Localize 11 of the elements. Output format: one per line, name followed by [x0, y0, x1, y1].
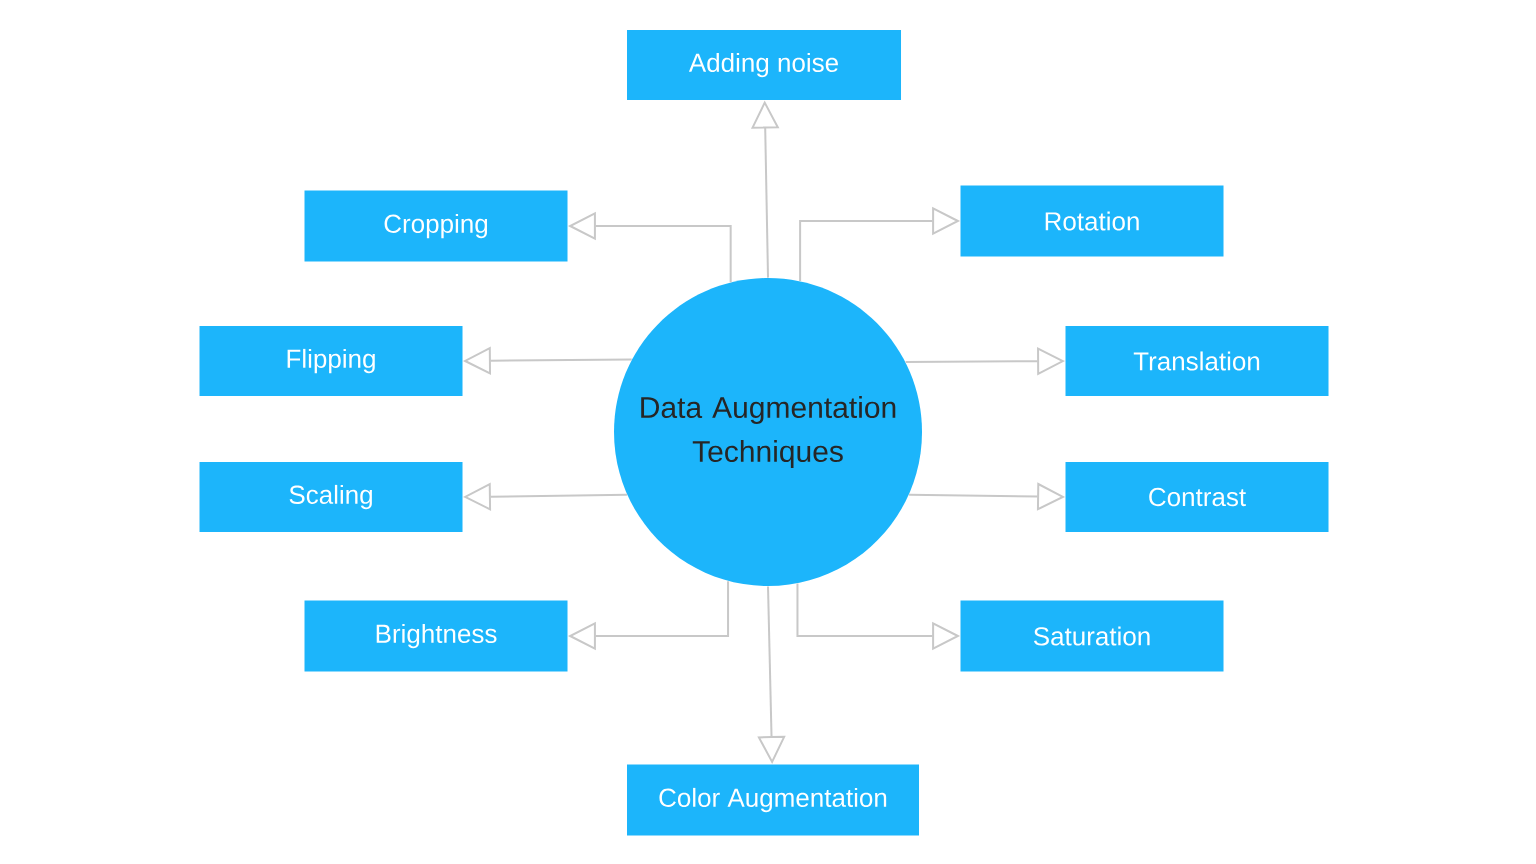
process-box: Adding noise [627, 30, 901, 100]
process-box: Color Augmentation [627, 764, 919, 836]
process-box: Brightness [304, 600, 568, 672]
circle-node: Data Augmentation Techniques [614, 278, 922, 586]
process-box: Scaling [199, 462, 463, 532]
process-box: Saturation [960, 600, 1224, 672]
process-box: Rotation [960, 185, 1224, 257]
process-box: Flipping [199, 326, 463, 396]
process-box: Contrast [1065, 462, 1329, 532]
process-box: Translation [1065, 326, 1329, 396]
process-box: Cropping [304, 190, 568, 262]
